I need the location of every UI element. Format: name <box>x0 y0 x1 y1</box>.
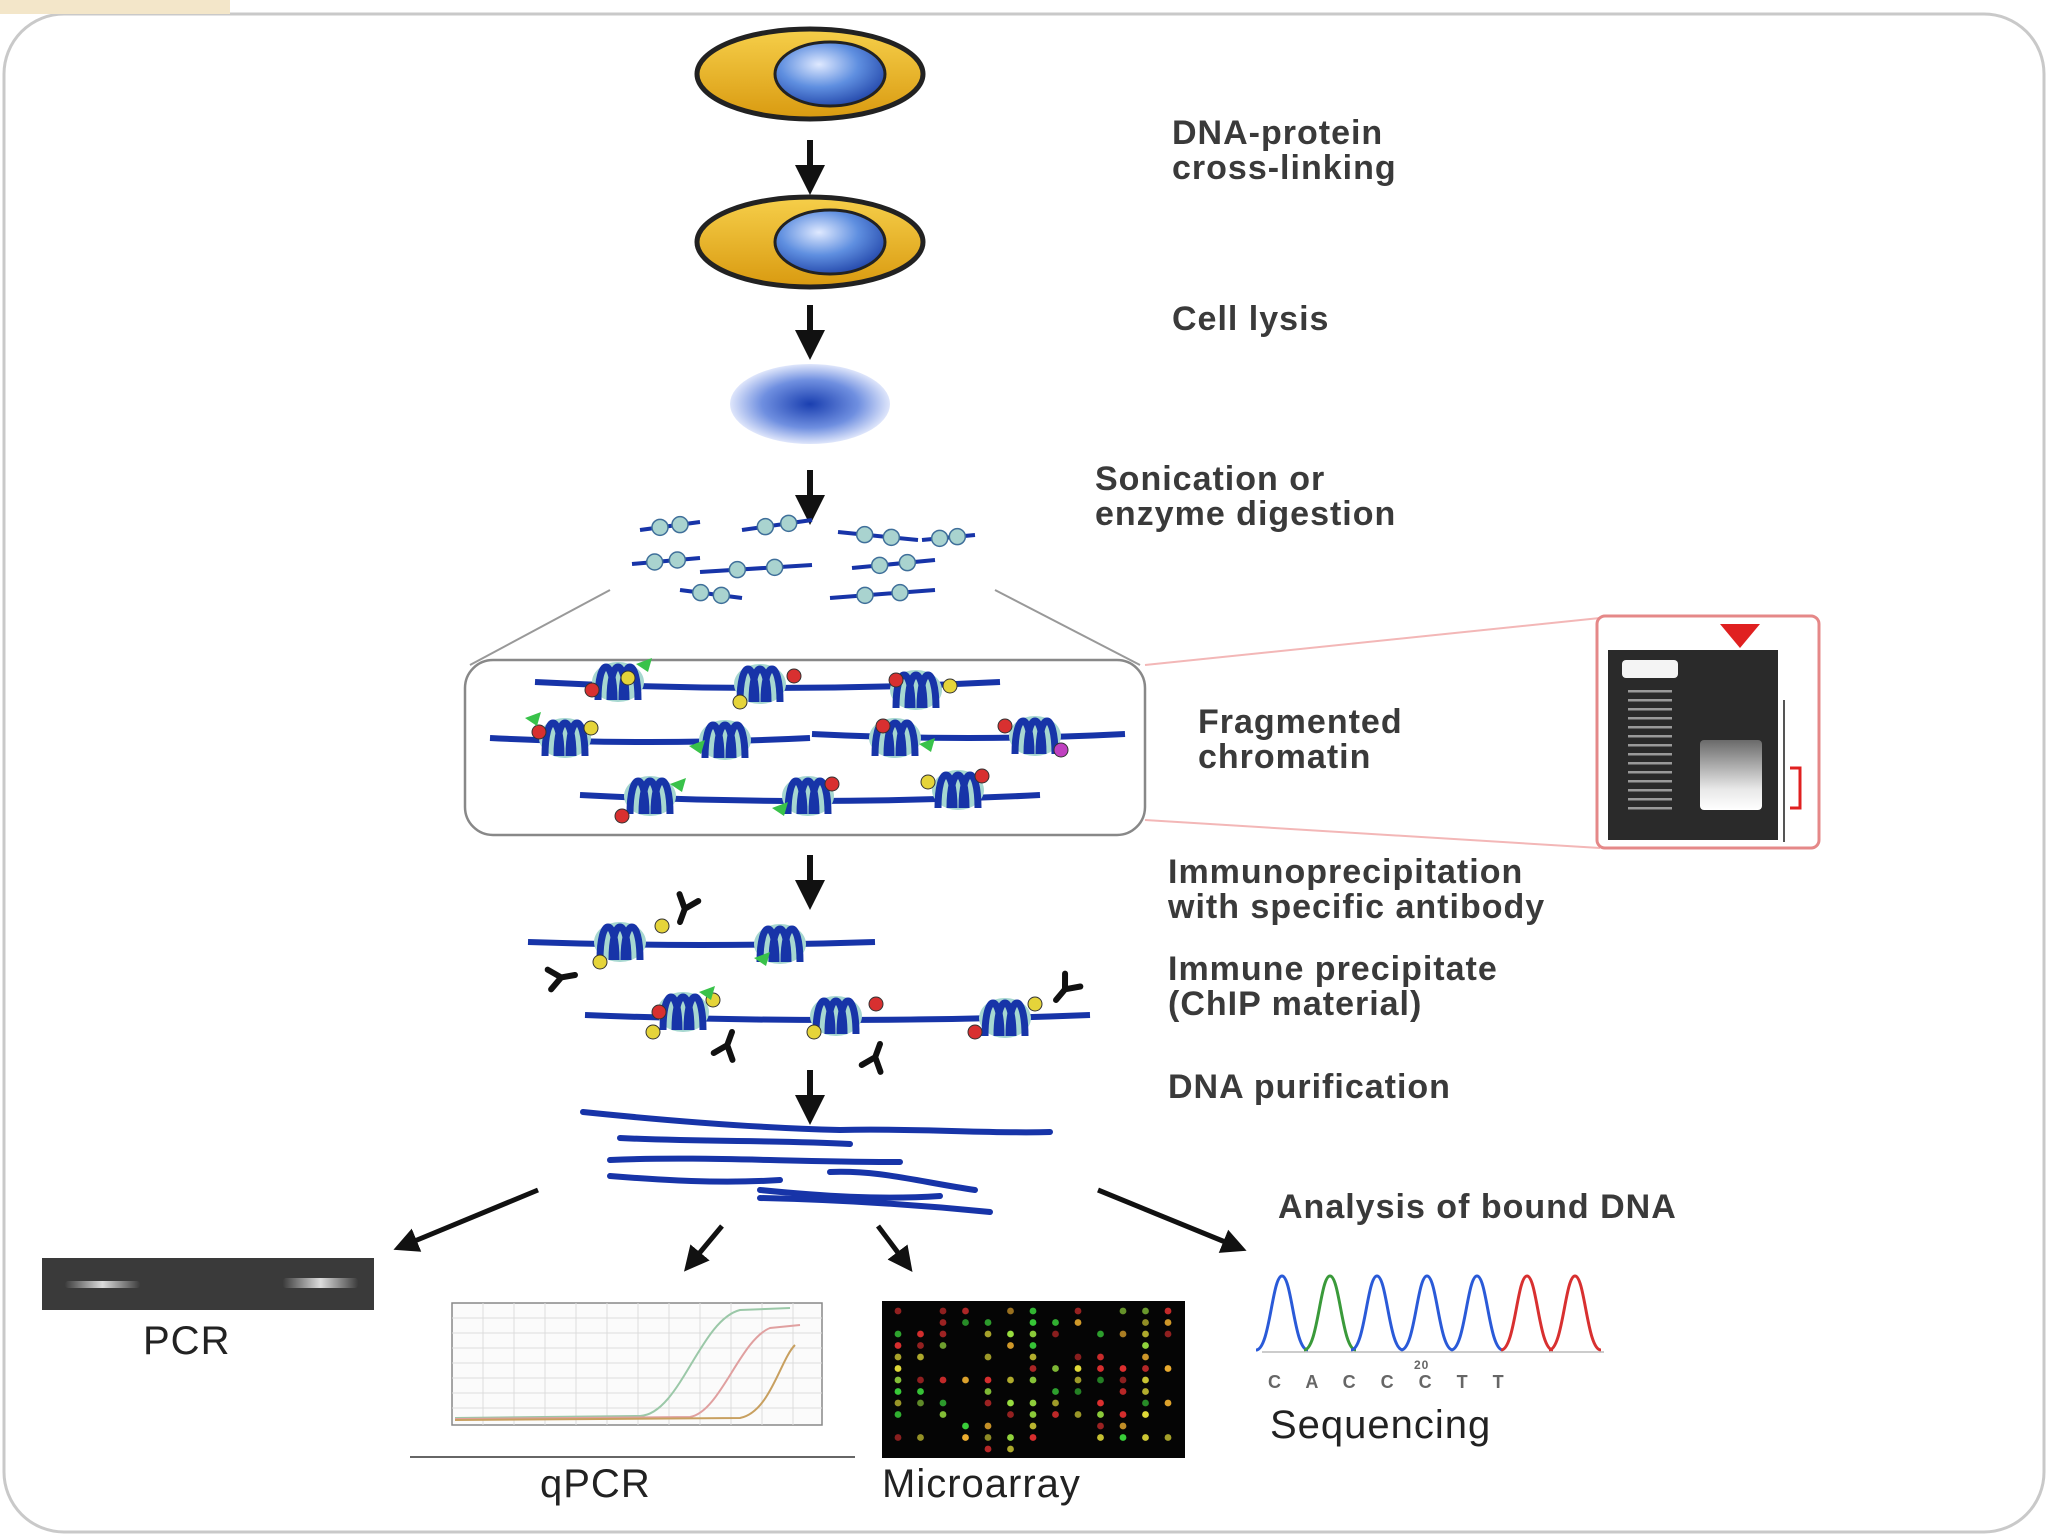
slide-frame <box>2 12 2046 1534</box>
microarray <box>882 1301 1185 1458</box>
label-cell-lysis: Cell lysis <box>1172 300 1330 338</box>
zoom-line-right <box>994 589 1141 666</box>
label-dna-purification: DNA purification <box>1168 1068 1451 1106</box>
dna-fragments <box>631 514 976 605</box>
label-immune-precipitate: Immune precipitate (ChIP material) <box>1168 950 1498 1023</box>
gel-zoom-line-top <box>1144 617 1601 666</box>
purified-dna <box>580 1109 1053 1215</box>
label-immunoprecipitation: Immunoprecipitation with specific antibo… <box>1168 853 1546 926</box>
corner-decoration <box>0 0 230 14</box>
cell-crosslinked <box>694 26 926 122</box>
nucleosome-strands <box>489 658 1126 824</box>
red-arrow-icon <box>1720 624 1760 648</box>
chromatin-cloud <box>730 364 890 444</box>
label-fragmented-chromatin: Fragmented chromatin <box>1198 703 1403 776</box>
cell-lysed <box>694 194 926 290</box>
label-crosslinking: DNA-protein cross-linking <box>1172 114 1397 187</box>
label-sonication: Sonication or enzyme digestion <box>1095 460 1397 533</box>
label-pcr: PCR <box>143 1319 231 1363</box>
zoom-line-left <box>469 589 611 666</box>
analysis-arrows <box>393 1187 1247 1272</box>
immunoprecipitated-chromatin <box>527 891 1091 1075</box>
gel-ladder <box>1628 690 1672 810</box>
pcr-gel <box>42 1258 374 1310</box>
label-microarray: Microarray <box>882 1462 1081 1506</box>
label-qpcr: qPCR <box>540 1462 651 1506</box>
label-sequencing: Sequencing <box>1270 1403 1492 1447</box>
size-bracket <box>1790 766 1802 810</box>
gel-smear <box>1700 740 1762 810</box>
label-analysis: Analysis of bound DNA <box>1278 1188 1677 1226</box>
sequencing-trace <box>1255 1274 1604 1353</box>
sequence-position: 20 <box>1414 1358 1430 1372</box>
agarose-gel-inset <box>1595 614 1821 850</box>
gel-zoom-line-bottom <box>1144 819 1601 849</box>
qpcr-plot <box>410 1295 855 1458</box>
sequence-bases: C A C C C T T <box>1268 1372 1514 1392</box>
